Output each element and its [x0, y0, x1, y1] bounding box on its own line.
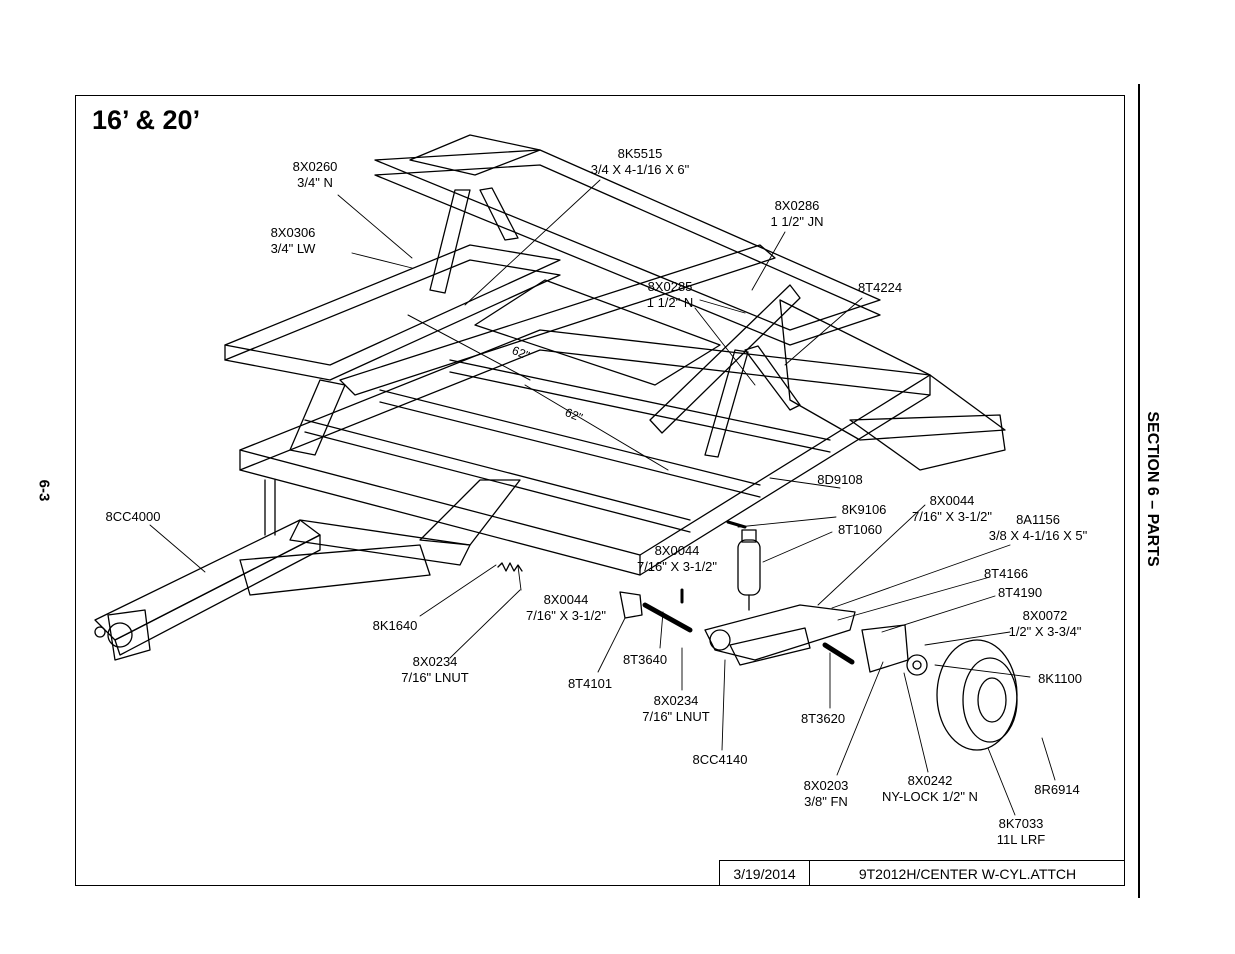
- callout-label: 8D9108: [817, 472, 863, 487]
- pins: [642, 520, 855, 665]
- dimension-lines: [407, 314, 669, 471]
- hub-part: [906, 654, 928, 676]
- wheel-part: [936, 639, 1018, 751]
- shield-part: [861, 624, 909, 673]
- callout-label: 8CC4140: [692, 752, 748, 767]
- callout-label: 8T3640: [622, 652, 668, 667]
- axle-arm-part: [704, 604, 856, 666]
- hydraulic-cylinder-part: [737, 529, 761, 611]
- main-frame: [94, 134, 1006, 661]
- callout-label: 8T4190: [997, 585, 1043, 600]
- drawing-frame: [75, 95, 1125, 886]
- callout-label: 8T3620: [800, 711, 846, 726]
- bracket-part: [619, 591, 643, 619]
- section-divider-line: [1138, 84, 1140, 898]
- callout-label: 8T4224: [857, 280, 903, 295]
- title-block-drawing-number: 9T2012H/CENTER W-CYL.ATTCH: [809, 860, 1125, 886]
- callout-label: 8K1100: [1038, 671, 1082, 686]
- spring-part: [497, 562, 523, 572]
- callout-label: 8T1060: [837, 522, 883, 537]
- callout-label: 8T4101: [567, 676, 613, 691]
- title-block-date: 3/19/2014: [719, 860, 809, 886]
- callout-label: 8T4166: [983, 566, 1029, 581]
- callout-label: 8K9106: [841, 502, 887, 517]
- drawing-title: 16’ & 20’: [92, 105, 201, 135]
- callout-label: 8CC4000: [105, 509, 161, 524]
- callout-label: 8K1640: [372, 618, 418, 633]
- callout-label: 8R6914: [1034, 782, 1080, 797]
- leader-lines: [149, 179, 1056, 816]
